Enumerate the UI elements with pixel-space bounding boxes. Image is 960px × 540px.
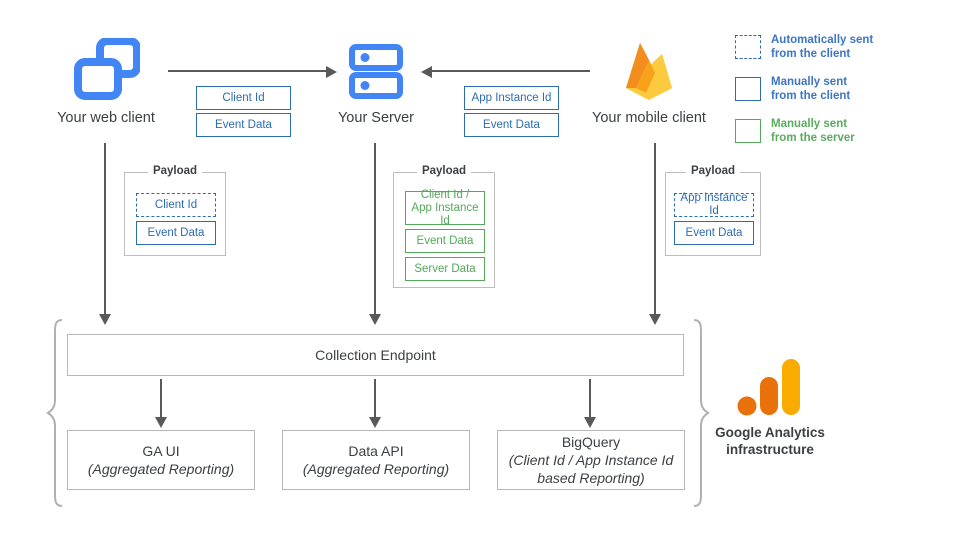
- infrastructure-caption-line1: Google Analytics: [715, 425, 825, 440]
- payload-title: Payload: [685, 165, 741, 177]
- transfer-item-app-instance-id: App Instance Id: [464, 86, 559, 110]
- server-label: Your Server: [337, 110, 415, 126]
- arrow-endpoint-to-data-api-head: [369, 417, 381, 428]
- output-subtitle: (Aggregated Reporting): [87, 461, 235, 477]
- collection-endpoint-box[interactable]: Collection Endpoint: [67, 334, 684, 376]
- arrow-mobile-to-server-head: [421, 65, 432, 78]
- arrow-endpoint-to-data-api-line: [374, 379, 377, 418]
- arrow-endpoint-to-ga-ui-head: [155, 417, 167, 428]
- payload-title: Payload: [416, 165, 472, 177]
- transfer-item-event-data-mobile: Event Data: [464, 113, 559, 137]
- server-payload: Payload Client Id / App Instance Id Even…: [393, 165, 495, 288]
- payload-item-server-data: Server Data: [405, 257, 485, 281]
- arrow-mobile-to-endpoint-line: [654, 143, 657, 315]
- transfer-item-event-data: Event Data: [196, 113, 291, 137]
- arrow-endpoint-to-bigquery-head: [584, 417, 596, 428]
- arrow-endpoint-to-ga-ui-line: [160, 379, 163, 418]
- infrastructure-caption-line2: infrastructure: [726, 442, 814, 457]
- firebase-flame-icon: [618, 38, 680, 104]
- arrow-server-to-endpoint-head: [369, 314, 381, 325]
- legend-label-line2: from the client: [771, 90, 851, 102]
- server-rack-icon: [349, 44, 403, 100]
- arrow-server-to-endpoint-line: [374, 143, 377, 315]
- google-analytics-logo: [737, 357, 803, 419]
- legend-label-line1: Automatically sent: [771, 34, 874, 46]
- payload-item-event-data: Event Data: [405, 229, 485, 253]
- payload-title: Payload: [147, 165, 203, 177]
- mobile-client-label: Your mobile client: [592, 110, 706, 126]
- collection-endpoint-label: Collection Endpoint: [315, 347, 436, 363]
- mobile-client-payload: Payload App Instance Id Event Data: [665, 165, 761, 256]
- payload-item-client-id-app-instance-id: Client Id / App Instance Id: [405, 189, 485, 227]
- payload-item-app-instance-id: App Instance Id: [674, 192, 754, 217]
- legend-swatch-solid-green: [735, 119, 761, 143]
- windows-overlap-icon: [74, 37, 141, 100]
- output-box-data-api[interactable]: Data API (Aggregated Reporting): [282, 430, 470, 490]
- infrastructure-brace-left: [46, 318, 64, 508]
- legend-swatch-dashed-blue: [735, 35, 761, 59]
- arrow-web-to-endpoint-line: [104, 143, 107, 315]
- transfer-item-client-id: Client Id: [196, 86, 291, 110]
- legend-label-line2: from the server: [771, 132, 855, 144]
- payload-item-event-data: Event Data: [674, 221, 754, 245]
- output-title: Data API: [348, 443, 404, 459]
- legend: Automatically sent from the client Manua…: [735, 33, 950, 148]
- infrastructure-caption: Google Analytics infrastructure: [690, 424, 850, 458]
- legend-swatch-solid-blue: [735, 77, 761, 101]
- arrow-mobile-to-endpoint-head: [649, 314, 661, 325]
- output-subtitle: (Client Id / App Instance Id based Repor…: [508, 452, 674, 486]
- payload-item-event-data: Event Data: [136, 221, 216, 245]
- output-subtitle: (Aggregated Reporting): [302, 461, 450, 477]
- arrow-web-to-server-line: [168, 70, 326, 73]
- arrow-web-to-server-head: [326, 65, 337, 78]
- payload-item-client-id: Client Id: [136, 193, 216, 217]
- output-box-bigquery[interactable]: BigQuery (Client Id / App Instance Id ba…: [497, 430, 685, 490]
- web-client-label: Your web client: [57, 110, 155, 126]
- legend-label-line1: Manually sent: [771, 76, 848, 88]
- infrastructure-brace-right: [692, 318, 710, 508]
- output-title: BigQuery: [561, 434, 621, 450]
- web-client-payload: Payload Client Id Event Data: [124, 165, 226, 256]
- arrow-mobile-to-server-line: [432, 70, 590, 73]
- arrow-web-to-endpoint-head: [99, 314, 111, 325]
- output-title: GA UI: [142, 443, 180, 459]
- legend-label-line2: from the client: [771, 48, 851, 60]
- output-box-ga-ui[interactable]: GA UI (Aggregated Reporting): [67, 430, 255, 490]
- arrow-endpoint-to-bigquery-line: [589, 379, 592, 418]
- legend-label-line1: Manually sent: [771, 118, 848, 130]
